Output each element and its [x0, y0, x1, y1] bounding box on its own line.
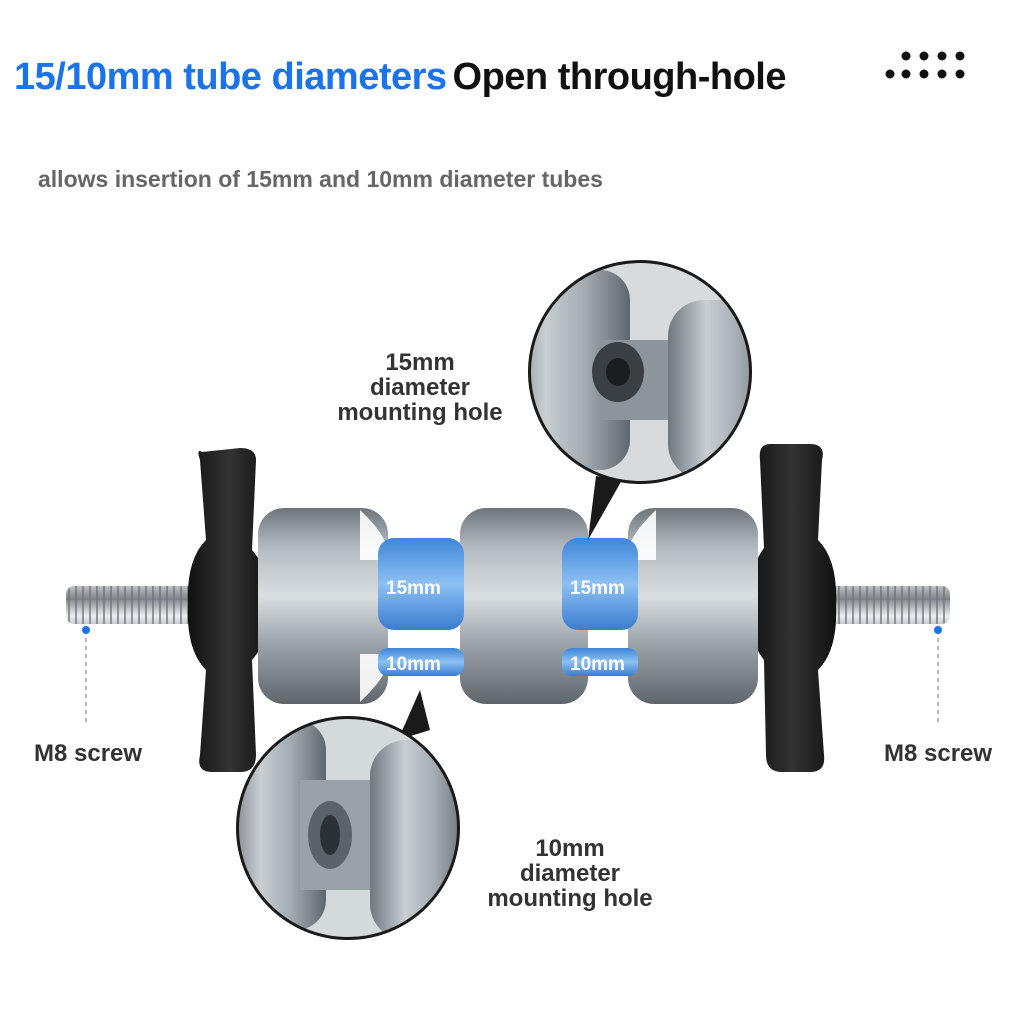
title-through-hole: Open through-hole: [452, 56, 787, 98]
right-10mm-label: 10mm: [570, 654, 625, 675]
left-10mm-label: 10mm: [386, 654, 441, 675]
callout-10mm-hole: 10mm diameter mounting hole: [460, 836, 680, 911]
left-screw-label: M8 screw: [34, 740, 143, 767]
callout-10mm-line2: diameter: [519, 860, 621, 887]
left-screw: [66, 586, 196, 624]
left-15mm-label: 15mm: [386, 578, 441, 599]
title-tube-diameters: 15/10mm tube diameters: [14, 56, 447, 98]
zoom-15mm-hole: [528, 260, 752, 540]
callout-10mm-line3: mounting hole: [487, 885, 653, 912]
subtitle: allows insertion of 15mm and 10mm diamet…: [38, 166, 603, 192]
callout-15mm-line1: 15mm: [385, 349, 455, 376]
callout-15mm-hole: 15mm diameter mounting hole: [310, 350, 530, 425]
right-screw: [826, 586, 950, 624]
right-15mm-label: 15mm: [570, 578, 625, 599]
left-knob: [187, 448, 270, 772]
right-knob: [748, 444, 837, 772]
zoom-10mm-hole: [236, 690, 460, 940]
callout-10mm-line1: 10mm: [535, 835, 605, 862]
callout-15mm-line3: mounting hole: [337, 399, 503, 426]
callout-15mm-line2: diameter: [369, 374, 471, 401]
right-screw-label: M8 screw: [884, 740, 993, 767]
dots-decoration-icon: [885, 51, 965, 79]
